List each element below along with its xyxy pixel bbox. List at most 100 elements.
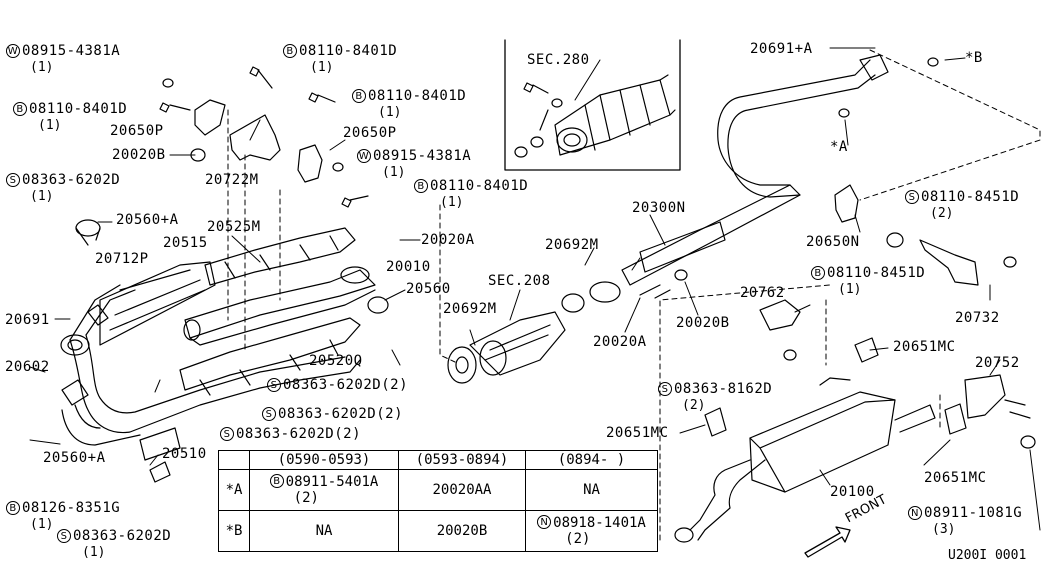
section-ref: SEC.280 (527, 52, 590, 68)
bolt-code-icon: B (414, 179, 428, 193)
callout-qty: (1) (378, 105, 402, 120)
callout-qty: (1) (310, 60, 334, 75)
callout-qty: (1) (30, 189, 54, 204)
callout-qty: (1) (30, 517, 54, 532)
screw-code-icon: S (6, 173, 20, 187)
washer-code-icon: W (357, 149, 371, 163)
heat-shield-lower (139, 317, 361, 461)
heat-shield-upper (204, 227, 356, 286)
part-number: 20651MC (924, 470, 987, 486)
hangers-right (704, 57, 1036, 449)
part-number: 20752 (975, 355, 1020, 371)
table-cell: 20020AA (398, 469, 526, 511)
main-muffler (674, 377, 936, 543)
part-number: 20515 (163, 235, 208, 251)
callout-qty: (1) (38, 118, 62, 133)
nut-code-icon: N (908, 506, 922, 520)
part-number: 20100 (830, 484, 875, 500)
table-header-cell: (0593-0894) (398, 450, 526, 470)
screw-code-icon: S (262, 407, 276, 421)
part-number: 20020B (112, 147, 166, 163)
callout-qty: (3) (932, 522, 956, 537)
diagram-id: U200I 0001 (948, 548, 1027, 563)
callout-qty: (1) (838, 282, 862, 297)
table-header-cell: (0590-0593) (249, 450, 399, 470)
part-number: 20712P (95, 251, 149, 267)
reference-mark: *A (830, 139, 848, 155)
center-muffler-pipe (621, 54, 889, 299)
reference-mark: *B (965, 50, 983, 66)
section-ref: SEC.208 (488, 273, 551, 289)
table-key-cell: *A (218, 469, 250, 511)
sec280-part (514, 74, 676, 158)
bolt-code-icon: B (269, 474, 284, 488)
bolt-code-icon: B (283, 44, 297, 58)
screw-code-icon: S (658, 382, 672, 396)
table-header-cell: (0894- ) (525, 450, 658, 470)
callout-qty: (2) (930, 206, 954, 221)
bolt-code-icon: B (13, 102, 27, 116)
part-number: 20651MC (606, 425, 669, 441)
front-arrow-icon (804, 526, 851, 558)
part-number: 20010 (386, 259, 431, 275)
part-number: 20520Q (309, 353, 363, 369)
bolt-code-icon: B (352, 89, 366, 103)
inset-box (504, 39, 681, 171)
center-pipe (183, 266, 376, 346)
part-number: 20020B (676, 315, 730, 331)
brackets-upper (159, 66, 369, 208)
table-header-row: (0590-0593) (0593-0894) (0894- ) (218, 450, 658, 470)
table-key-cell: *B (218, 510, 250, 552)
bolt-code-icon: B (811, 266, 825, 280)
part-number: 20722M (205, 172, 259, 188)
part-number: 20650N (806, 234, 860, 250)
screw-code-icon: S (57, 529, 71, 543)
part-number: 20651MC (893, 339, 956, 355)
part-number: 20525M (207, 219, 261, 235)
part-number: 20692M (443, 301, 497, 317)
part-number: 20691 (5, 312, 50, 328)
nut-code-icon: N (537, 515, 552, 529)
part-number: 20650P (343, 125, 397, 141)
part-number: 20510 (162, 446, 207, 462)
part-number: 20650P (110, 123, 164, 139)
catalytic-converter (447, 281, 621, 384)
bolt-code-icon: B (6, 501, 20, 515)
table-header-cell (218, 450, 250, 470)
screw-code-icon: S (220, 427, 234, 441)
part-number: 20560+A (43, 450, 106, 466)
part-number: 20602 (5, 359, 50, 375)
callout-qty: (1) (382, 165, 406, 180)
callout-qty: (2) (682, 398, 706, 413)
part-number: 20020A (593, 334, 647, 350)
callout-qty: (1) (30, 60, 54, 75)
table-cell: NA (525, 469, 658, 511)
washer-code-icon: W (6, 44, 20, 58)
part-number: 20560+A (116, 212, 179, 228)
part-number: 20020A (421, 232, 475, 248)
part-number: 20762 (740, 285, 785, 301)
table-cell: NA (249, 510, 399, 552)
dashed-reference-lines (227, 49, 1041, 541)
screw-code-icon: S (905, 190, 919, 204)
